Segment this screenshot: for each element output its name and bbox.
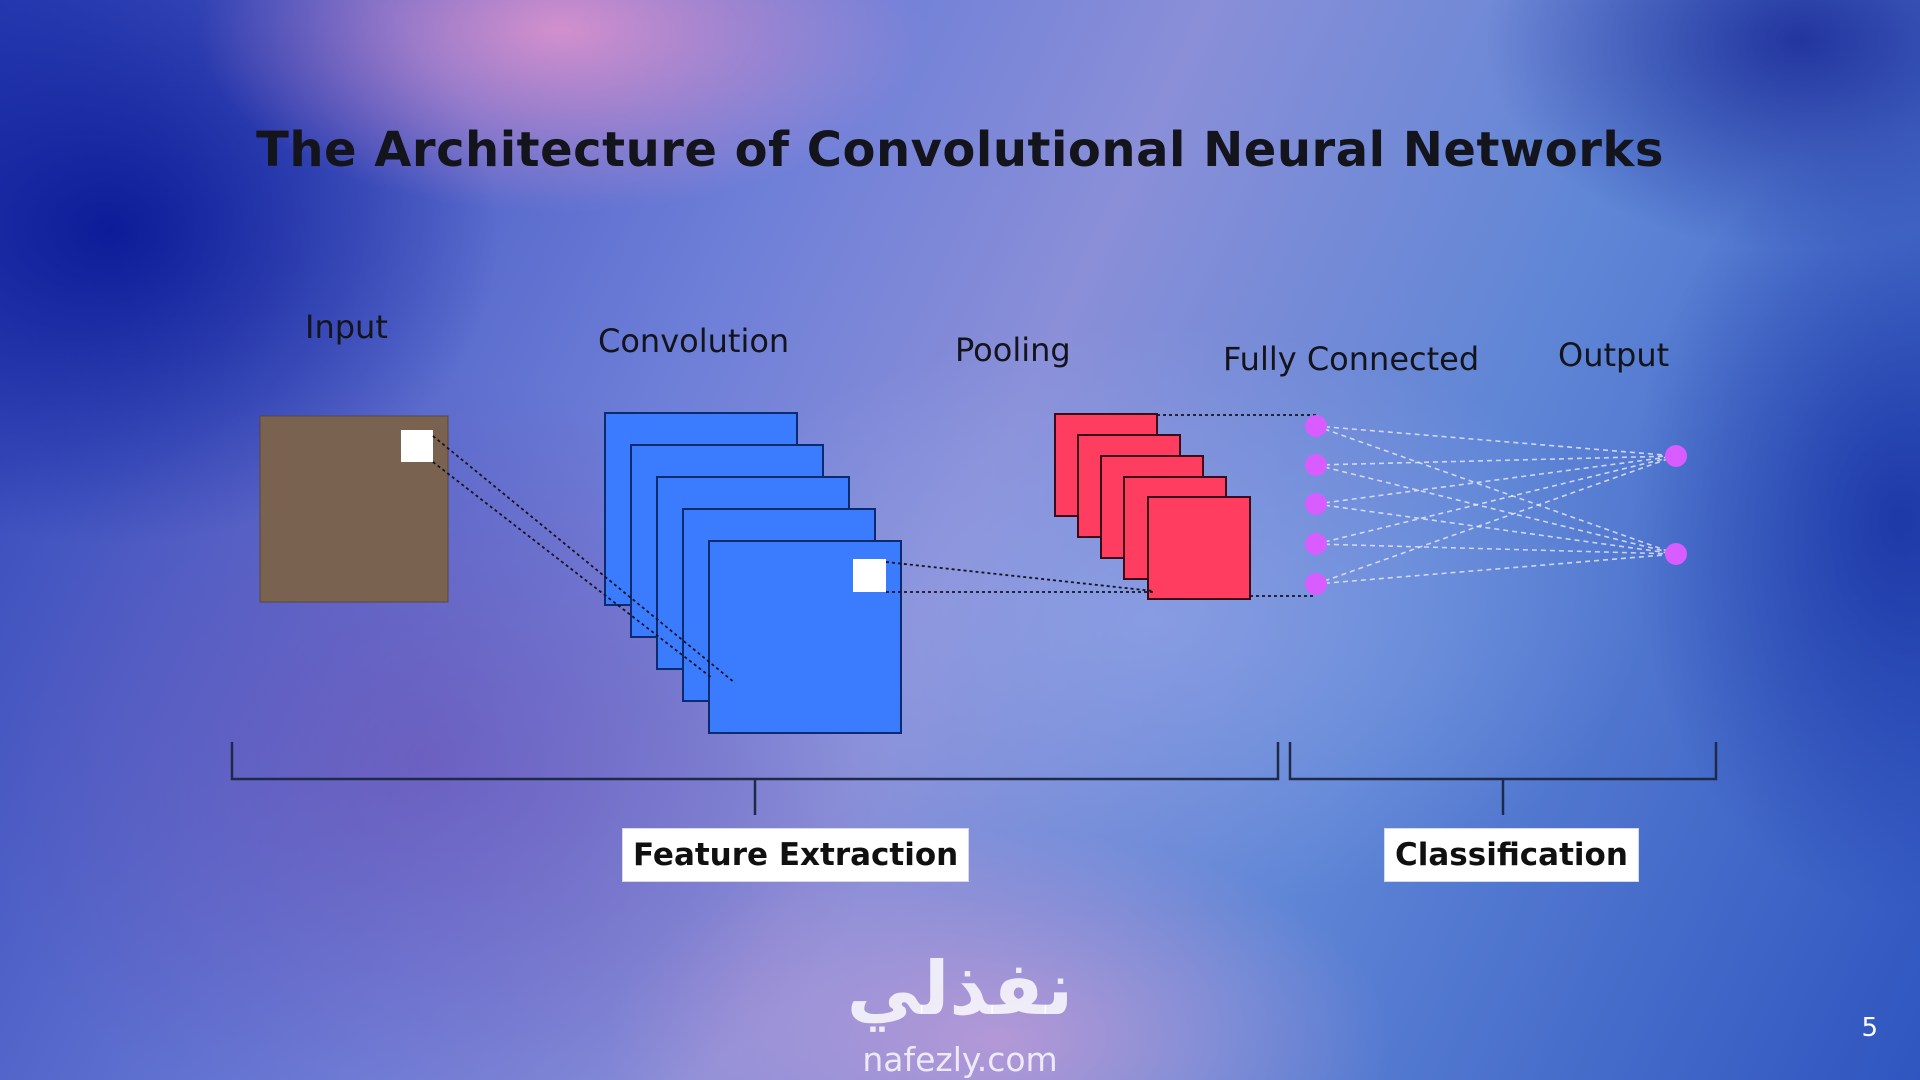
fc-node-5 bbox=[1305, 573, 1327, 595]
nafezly-logo: نفذلي bbox=[846, 946, 1074, 1032]
dense-link-3-2 bbox=[1315, 503, 1677, 555]
stage-label-pooling: Pooling bbox=[955, 331, 1071, 369]
dense-link-5-2 bbox=[1315, 553, 1677, 585]
stage-label-output: Output bbox=[1558, 336, 1670, 374]
dense-links bbox=[1315, 425, 1677, 585]
classification-bracket bbox=[1288, 742, 1718, 781]
fc-node-1 bbox=[1305, 415, 1327, 437]
feature-extraction-label: Feature Extraction bbox=[622, 828, 970, 882]
stage-label-input: Input bbox=[305, 308, 388, 346]
feature-extraction-bracket bbox=[230, 742, 1280, 781]
dense-link-5-1 bbox=[1315, 455, 1677, 585]
dense-link-2-1 bbox=[1315, 455, 1677, 466]
nafezly-url: nafezly.com bbox=[862, 1040, 1058, 1079]
output-node-2 bbox=[1665, 543, 1687, 565]
stage-label-convolution: Convolution bbox=[598, 322, 790, 360]
connector-input-conv-2 bbox=[432, 461, 713, 679]
dense-link-1-1 bbox=[1315, 425, 1677, 457]
dense-link-2-2 bbox=[1315, 464, 1677, 555]
fc-node-3 bbox=[1305, 493, 1327, 515]
fc-node-2 bbox=[1305, 454, 1327, 476]
connector-input-conv-1 bbox=[432, 435, 736, 684]
input-kernel bbox=[401, 430, 433, 462]
dense-link-4-2 bbox=[1315, 543, 1677, 555]
output-node-1 bbox=[1665, 445, 1687, 467]
connector-conv-pool-1 bbox=[885, 561, 1154, 592]
fc-node-4 bbox=[1305, 533, 1327, 555]
pool-map-5 bbox=[1147, 496, 1251, 600]
dense-link-4-1 bbox=[1315, 455, 1677, 545]
stage-label-fully-connected: Fully Connected bbox=[1223, 340, 1480, 378]
classification-label: Classification bbox=[1384, 828, 1639, 882]
page-number: 5 bbox=[1861, 1013, 1878, 1043]
slide-title: The Architecture of Convolutional Neural… bbox=[256, 122, 1664, 178]
conv-kernel bbox=[853, 559, 886, 592]
dense-link-3-1 bbox=[1315, 455, 1677, 505]
dense-link-1-2 bbox=[1315, 425, 1677, 555]
